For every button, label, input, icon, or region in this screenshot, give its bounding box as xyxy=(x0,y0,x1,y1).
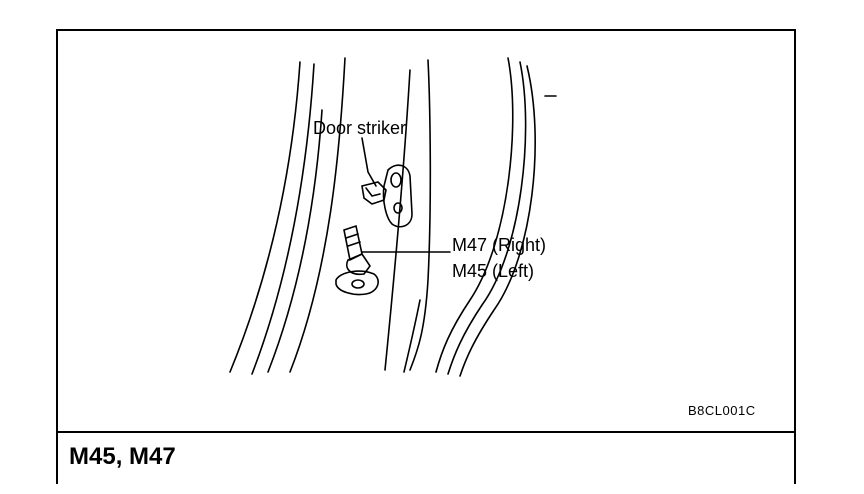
door-opening-left xyxy=(384,69,411,371)
title-divider xyxy=(56,431,796,433)
striker-bolt-top xyxy=(390,172,402,188)
part-shaft-ring2 xyxy=(347,241,361,247)
part-base xyxy=(335,270,379,296)
figure-code: B8CL001C xyxy=(688,403,756,418)
door-striker-label: Door striker xyxy=(313,118,407,138)
door-edge-lower xyxy=(403,299,421,373)
pillar-line-inner xyxy=(289,57,346,373)
pillar-line-inner2 xyxy=(267,109,323,373)
door-opening-right xyxy=(409,59,432,371)
striker-hook xyxy=(361,181,387,205)
striker-leader-line xyxy=(361,137,377,187)
left-model-label: M45 (Left) xyxy=(452,261,535,281)
part-base-hole xyxy=(351,279,365,289)
right-model-label: M47 (Right) xyxy=(452,235,547,255)
striker-bolt-bottom xyxy=(393,202,403,214)
part-shaft-ring1 xyxy=(345,233,359,239)
door-edge-1 xyxy=(435,57,514,373)
door-edge-3 xyxy=(459,65,536,377)
figure-frame xyxy=(56,29,796,484)
pillar-line-mid xyxy=(251,63,315,375)
striker-plate xyxy=(382,164,413,228)
part-body xyxy=(346,253,371,276)
pillar-line-outer xyxy=(229,61,301,373)
door-edge-2 xyxy=(447,61,527,375)
panel-title: M45, M47 xyxy=(69,443,176,470)
striker-hook-detail xyxy=(365,187,381,197)
